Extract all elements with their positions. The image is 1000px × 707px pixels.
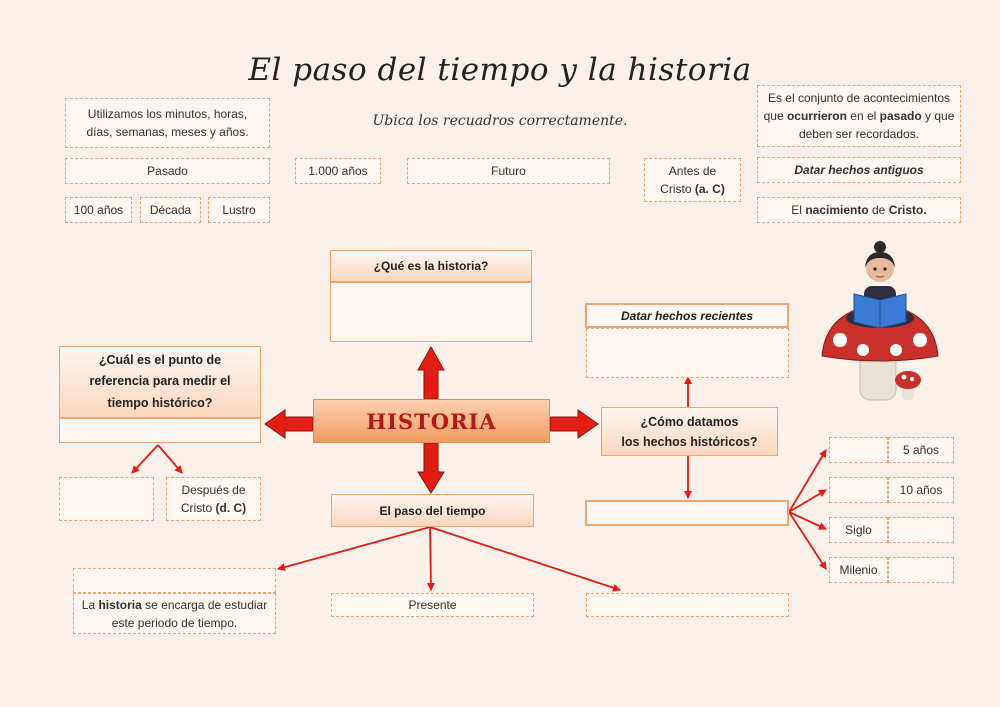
card-definicion[interactable]: Es el conjunto de acontecimientos que ocu…	[757, 85, 961, 147]
unit-siglo-label: Siglo	[845, 523, 872, 537]
drop-zone-que-es[interactable]	[330, 282, 532, 342]
block-arrow-right	[549, 409, 599, 439]
unit-diez-anos: 10 años	[888, 477, 954, 503]
card-futuro[interactable]: Futuro	[407, 158, 610, 184]
unit-diez-anos-label: 10 años	[899, 483, 943, 497]
drop-zone-antes-cristo[interactable]	[59, 477, 154, 521]
heading-punto-referencia-line1: ¿Cuál es el punto de	[98, 353, 222, 368]
center-historia: HISTORIA	[313, 399, 550, 443]
card-decada[interactable]: Década	[140, 197, 201, 223]
unit-cinco-anos: 5 años	[888, 437, 954, 463]
heading-que-es-historia: ¿Qué es la historia?	[330, 250, 532, 282]
block-arrow-down	[417, 442, 445, 494]
card-antes-cristo-line1: Antes de	[668, 164, 717, 178]
card-despues-cristo-abbr: (d. C)	[215, 501, 247, 515]
card-antes-cristo[interactable]: Antes de Cristo (a. C)	[644, 158, 741, 202]
card-datar-recientes: Datar hechos recientes	[585, 303, 789, 328]
fan-arrows-units	[788, 449, 827, 570]
card-units-line1: Utilizamos los minutos, horas,	[87, 107, 248, 121]
card-futuro-label: Futuro	[491, 164, 526, 178]
drop-zone-unit-2[interactable]	[829, 477, 888, 503]
drop-zone-unit-3[interactable]	[888, 517, 954, 543]
card-lustro[interactable]: Lustro	[208, 197, 270, 223]
card-nacimiento-word: nacimiento	[805, 203, 869, 217]
card-nacimiento-el: El	[791, 203, 806, 217]
card-despues-cristo: Después de Cristo (d. C)	[166, 477, 261, 521]
card-nacimiento-cristo: Cristo.	[888, 203, 927, 217]
heading-paso-tiempo-label: El paso del tiempo	[379, 503, 486, 518]
card-decada-label: Década	[149, 203, 192, 217]
card-datar-recientes-label: Datar hechos recientes	[620, 308, 754, 323]
card-despues-cristo-word: Cristo	[180, 501, 216, 515]
block-arrow-left	[264, 409, 314, 439]
drop-zone-unit-1[interactable]	[829, 437, 888, 463]
split-arrows-referencia	[131, 444, 183, 474]
card-pasado[interactable]: Pasado	[65, 158, 270, 184]
card-datar-antiguos[interactable]: Datar hechos antiguos	[757, 157, 961, 183]
card-pasado-label: Pasado	[147, 164, 188, 178]
card-definicion-pasado: pasado	[879, 109, 922, 123]
block-arrow-up	[417, 345, 445, 400]
heading-como-datamos-line2: los hechos históricos?	[621, 434, 758, 449]
card-definicion-y-que: y que	[921, 109, 955, 123]
card-historia-estudia-line2: este periodo de tiempo.	[111, 615, 238, 630]
heading-que-es-historia-label: ¿Qué es la historia?	[373, 259, 489, 273]
card-definicion-line3: deben ser recordados.	[798, 127, 920, 141]
drop-zone-como-datamos[interactable]	[585, 500, 789, 526]
heading-como-datamos-line1: ¿Cómo datamos	[640, 414, 739, 429]
card-definicion-que: que	[763, 109, 787, 123]
card-datar-antiguos-label: Datar hechos antiguos	[794, 163, 924, 177]
unit-milenio: Milenio	[829, 557, 888, 583]
card-presente: Presente	[331, 593, 534, 617]
unit-cinco-anos-label: 5 años	[902, 443, 940, 457]
unit-siglo: Siglo	[829, 517, 888, 543]
card-units[interactable]: Utilizamos los minutos, horas, días, sema…	[65, 98, 270, 148]
unit-milenio-label: Milenio	[839, 563, 878, 577]
page-subtitle: Ubica los recuadros correctamente.	[372, 113, 628, 129]
branch-arrows-paso-tiempo	[277, 526, 621, 592]
drop-zone-pasado[interactable]	[73, 568, 276, 593]
drop-zone-datar-recientes[interactable]	[586, 328, 789, 378]
heading-como-datamos: ¿Cómo datamos los hechos históricos?	[601, 407, 778, 456]
avatar-mushroom-icon	[821, 241, 939, 401]
card-nacimiento-de: de	[868, 203, 889, 217]
card-lustro-label: Lustro	[222, 203, 256, 217]
card-cien-anos-label: 100 años	[73, 203, 124, 217]
card-units-line2: días, semanas, meses y años.	[86, 125, 249, 139]
heading-punto-referencia-line3: tiempo histórico?	[107, 395, 213, 410]
card-antes-cristo-abbr: (a. C)	[694, 182, 725, 196]
card-definicion-en-el: en el	[846, 109, 880, 123]
card-historia-estudia-word: historia	[98, 597, 142, 612]
card-historia-estudia-line1: se encarga de estudiar	[141, 597, 268, 612]
card-despues-cristo-line1: Después de	[181, 483, 246, 497]
card-cien-anos[interactable]: 100 años	[65, 197, 132, 223]
card-nacimiento[interactable]: El nacimiento de Cristo.	[757, 197, 961, 223]
card-mil-anos-label: 1.000 años	[308, 164, 368, 178]
card-mil-anos[interactable]: 1.000 años	[295, 158, 381, 184]
card-historia-estudia-la: La	[81, 597, 99, 612]
drop-zone-futuro[interactable]	[586, 593, 789, 617]
heading-punto-referencia: ¿Cuál es el punto de referencia para medi…	[59, 346, 261, 418]
card-definicion-line1: Es el conjunto de acontecimientos	[767, 91, 951, 105]
page-title: El paso del tiempo y la historia	[248, 52, 752, 88]
heading-punto-referencia-line2: referencia para medir el	[89, 374, 231, 389]
card-historia-estudia: La historia se encarga de estudiar este p…	[73, 593, 276, 634]
card-definicion-ocurrieron: ocurrieron	[786, 109, 847, 123]
drop-zone-punto-referencia[interactable]	[59, 418, 261, 443]
card-antes-cristo-word: Cristo	[660, 182, 695, 196]
card-presente-label: Presente	[408, 598, 457, 612]
drop-zone-unit-4[interactable]	[888, 557, 954, 583]
heading-paso-tiempo: El paso del tiempo	[331, 494, 534, 527]
